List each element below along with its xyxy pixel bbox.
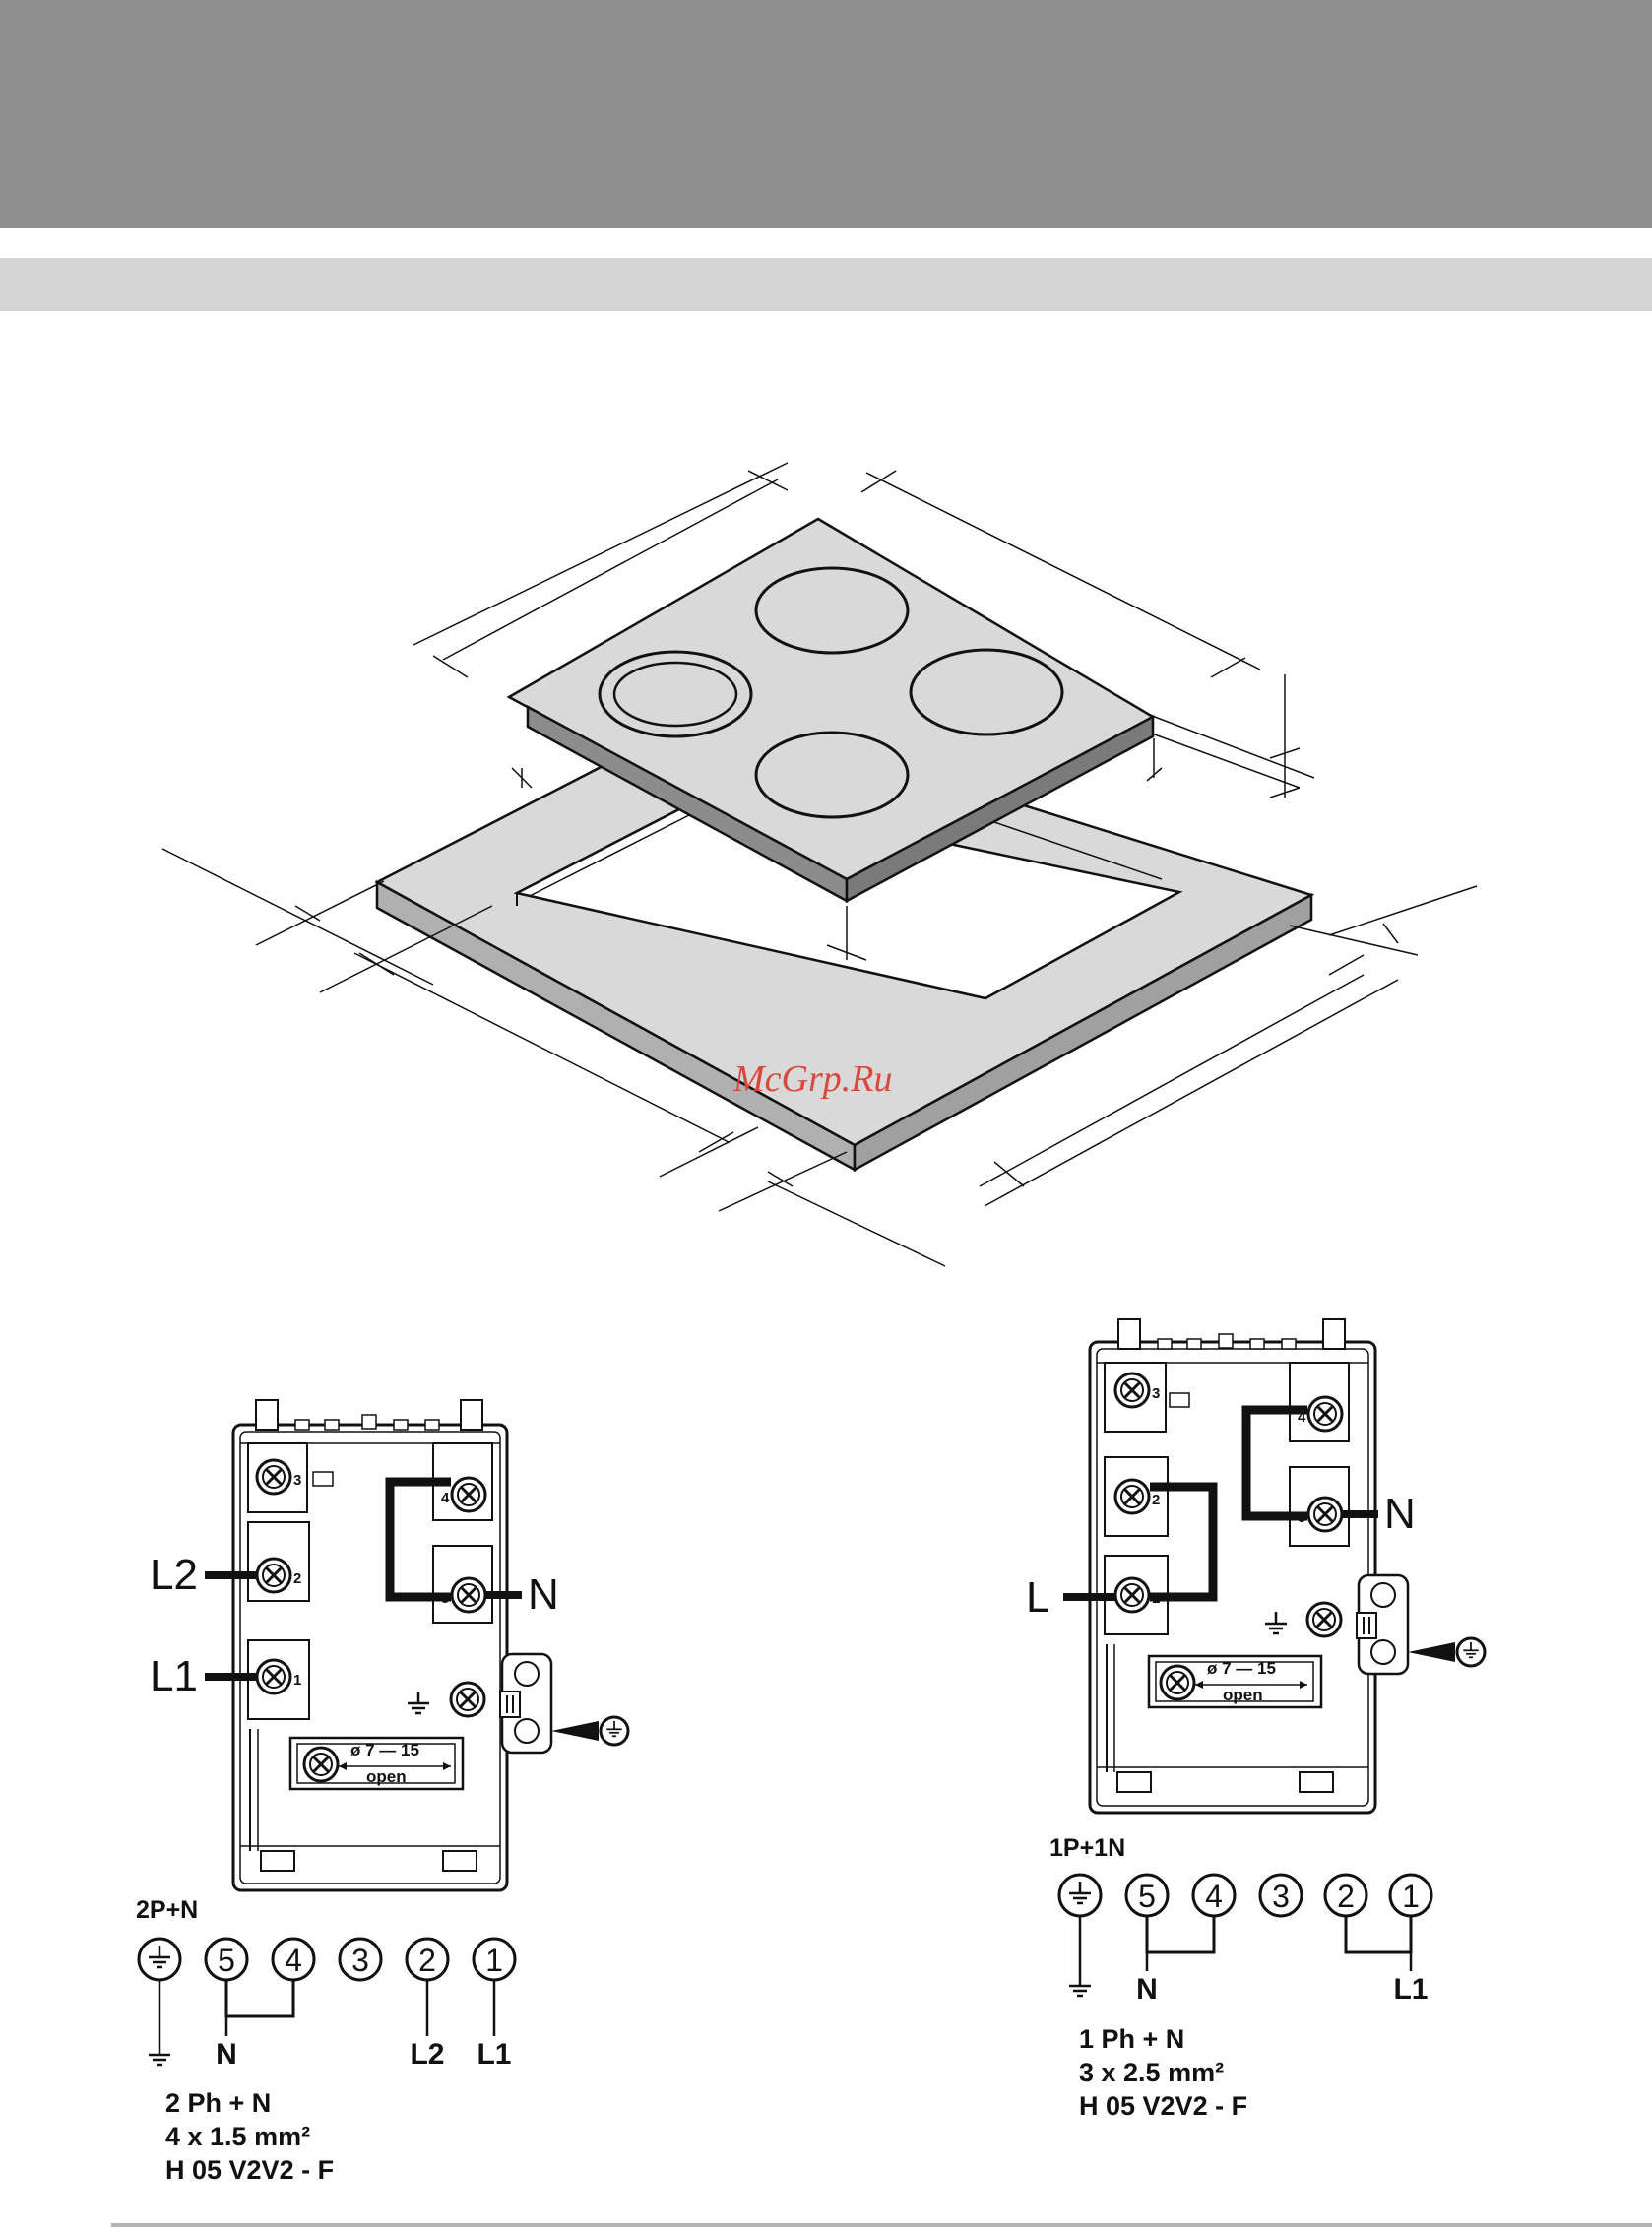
watermark: McGrp.Ru: [732, 1058, 892, 1100]
schema-number: 1: [485, 1943, 503, 1978]
config-label: 1P+1N: [1049, 1834, 1125, 1862]
spec-line: 1 Ph + N: [1079, 2024, 1184, 2054]
schema-number: 4: [285, 1943, 302, 1978]
spec-line: 4 x 1.5 mm²: [165, 2122, 310, 2151]
screw-earth: [451, 1683, 484, 1716]
screw-terminal-4: [452, 1478, 485, 1511]
schema-earth: [139, 1939, 180, 1980]
schema-number: 5: [218, 1943, 235, 1978]
schema-label-n: N: [216, 2038, 237, 2071]
schema-number: 5: [1138, 1879, 1156, 1914]
burner-left: [600, 652, 751, 736]
spec-line: 2 Ph + N: [165, 2088, 271, 2118]
schema-number: 1: [1402, 1879, 1420, 1914]
screw-number: 3: [1152, 1385, 1160, 1402]
screw-earth: [1307, 1603, 1341, 1636]
footer-rule: [111, 2223, 1652, 2227]
screw-terminal-5: [452, 1578, 485, 1612]
screw-terminal-5: [1308, 1498, 1342, 1531]
screw-terminal-1: [1115, 1578, 1149, 1612]
terminal-label-l2: L2: [150, 1551, 198, 1599]
terminal-label-l: L: [1026, 1573, 1049, 1622]
screw-terminal-3: [257, 1460, 290, 1494]
clamp-range-text: ø 7 — 15: [350, 1741, 419, 1759]
schema-number: 2: [418, 1943, 436, 1978]
terminal-label-n: N: [528, 1570, 559, 1619]
burner-front: [756, 733, 908, 817]
screw-number: 2: [293, 1570, 301, 1587]
schema-number: 4: [1205, 1879, 1223, 1914]
earth-wire-arrow: [1408, 1642, 1455, 1662]
schema-label-n: N: [1136, 1973, 1158, 2006]
screw-terminal-2: [257, 1559, 290, 1592]
schema-number: 3: [1272, 1879, 1290, 1914]
clamp-open-text: open: [366, 1767, 407, 1786]
spec-line: 3 x 2.5 mm²: [1079, 2058, 1224, 2087]
schema-number: 3: [351, 1943, 369, 1978]
clamp-range-text: ø 7 — 15: [1207, 1659, 1276, 1678]
schema-earth: [1059, 1875, 1101, 1916]
screw-number: 4: [441, 1490, 450, 1506]
screw-number: 1: [293, 1672, 301, 1689]
schema-label-l1: L1: [477, 2038, 511, 2071]
clamp-open-text: open: [1223, 1686, 1263, 1704]
screw-terminal-2: [1115, 1480, 1149, 1513]
spec-line: H 05 V2V2 - F: [165, 2155, 334, 2185]
wiring-schema-right: 1P+1N 5 4 3 2 1 N L1 1 Ph + N 3 x 2.5 mm…: [1049, 1834, 1431, 2121]
schema-label-l1: L1: [1393, 1973, 1428, 2006]
schema-label-l2: L2: [410, 2038, 444, 2071]
schema-number: 2: [1337, 1879, 1355, 1914]
terminal-label-l1: L1: [150, 1652, 198, 1700]
screw-terminal-1: [257, 1660, 290, 1693]
config-label: 2P+N: [136, 1896, 198, 1924]
burner-rear: [756, 568, 908, 653]
spec-line: H 05 V2V2 - F: [1079, 2091, 1247, 2121]
earth-wire-arrow: [551, 1721, 599, 1741]
wiring-schema-left: 2P+N 5 4 3 2 1 N L2 L1 2 Ph + N 4 x 1.5 …: [136, 1896, 515, 2185]
burner-right: [911, 650, 1062, 734]
terminal-label-n: N: [1384, 1490, 1416, 1538]
hob-isometric: McGrp.Ru: [162, 463, 1477, 1266]
screw-number: 2: [1152, 1492, 1160, 1508]
terminal-block-right: 3 2 1 4 5 L N ø 7 — 15 open: [1026, 1319, 1485, 1813]
screw-number: 3: [293, 1472, 301, 1489]
terminal-block-left: 3 2 1 4 5 L2 L1 N ø 7 — 15 open: [150, 1400, 628, 1890]
screw-terminal-3: [1115, 1373, 1149, 1407]
screw-terminal-4: [1308, 1397, 1342, 1431]
